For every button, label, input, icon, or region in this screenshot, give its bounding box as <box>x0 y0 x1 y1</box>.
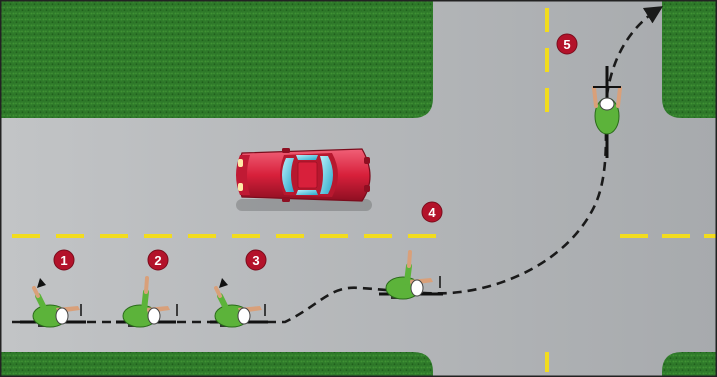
red-car <box>236 148 372 211</box>
step-marker-2: 2 <box>148 250 168 270</box>
grass-bottom-left <box>0 352 433 377</box>
svg-text:5: 5 <box>563 37 570 52</box>
svg-text:4: 4 <box>428 205 436 220</box>
grass-bottom-right <box>662 352 717 377</box>
grass-top-right <box>662 0 717 118</box>
step-marker-3: 3 <box>246 250 266 270</box>
step-marker-1: 1 <box>54 250 74 270</box>
step-marker-4: 4 <box>422 202 442 222</box>
svg-text:1: 1 <box>60 253 67 268</box>
step-marker-5: 5 <box>557 34 577 54</box>
svg-text:2: 2 <box>154 253 161 268</box>
grass-top-left <box>0 0 433 118</box>
svg-text:3: 3 <box>252 253 259 268</box>
